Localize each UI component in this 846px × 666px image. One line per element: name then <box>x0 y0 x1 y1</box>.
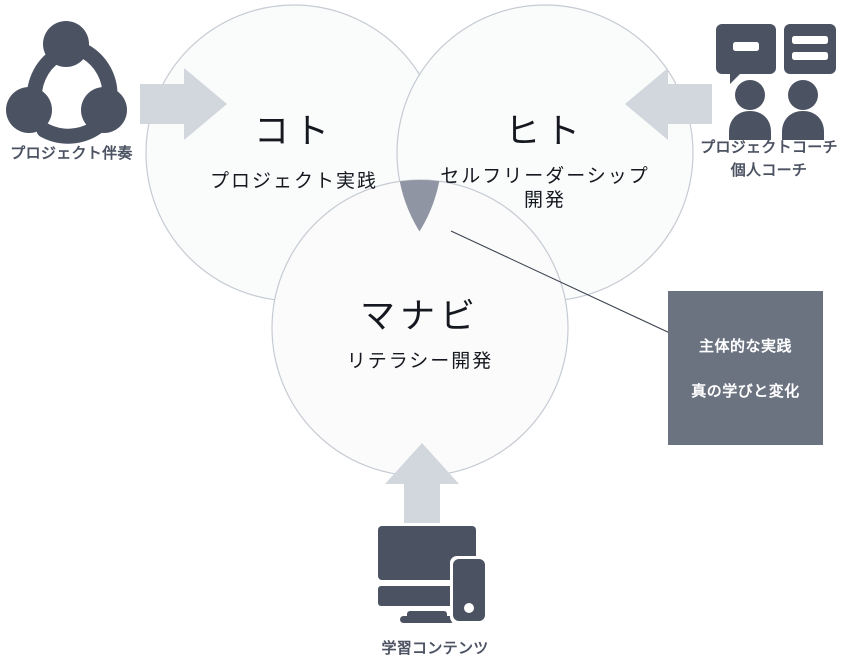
coaching-people-icon <box>716 24 836 140</box>
callout-box: 主体的な実践 真の学びと変化 <box>668 291 823 445</box>
venn-circles <box>145 4 694 477</box>
arrow-up <box>385 443 459 523</box>
circle-title-koto: コト <box>253 112 334 151</box>
node-label-left: プロジェクト伴奏 <box>10 145 133 162</box>
node-label-right: プロジェクトコーチ 個人コーチ <box>692 137 846 182</box>
callout-leader-line <box>450 230 673 335</box>
circle-subtitle-koto: プロジェクト実践 <box>209 171 378 192</box>
collaboration-cycle-icon <box>6 21 127 144</box>
callout-line-1: 主体的な実践 <box>698 338 792 355</box>
arrow-right <box>140 68 227 140</box>
node-label-right-line2: 個人コーチ <box>730 161 808 179</box>
node-label-right-line1: プロジェクトコーチ <box>700 139 838 156</box>
circle-title-manabi: マナビ <box>359 297 480 336</box>
node-label-bottom: 学習コンテンツ <box>381 640 489 657</box>
circle-subtitle-hito: セルフリーダーシップ 開発 <box>425 165 665 214</box>
callout-line-2: 真の学びと変化 <box>691 383 800 400</box>
circle-subtitle-hito-line1: セルフリーダーシップ <box>440 166 650 187</box>
circle-title-hito: ヒト <box>504 112 585 151</box>
circle-subtitle-hito-line2: 開発 <box>523 190 566 212</box>
circle-subtitle-manabi: リテラシー開発 <box>346 351 494 372</box>
learning-device-icon <box>378 526 488 624</box>
arrow-left <box>625 68 712 140</box>
